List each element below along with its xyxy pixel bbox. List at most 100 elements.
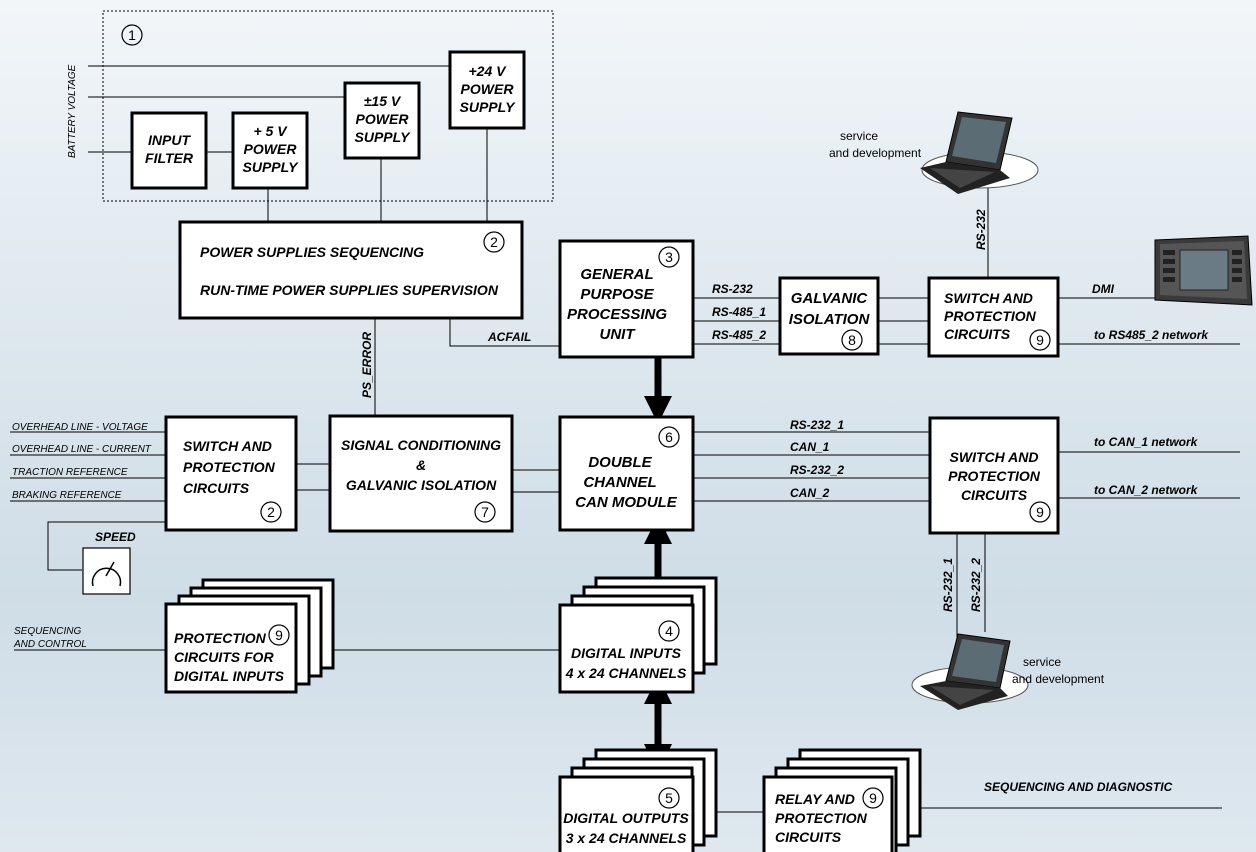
ps5-line2: POWER: [244, 141, 298, 157]
relay-line2: PROTECTION: [775, 810, 868, 826]
ps15-line3: SUPPLY: [355, 129, 412, 145]
prot-digital-line2: CIRCUITS FOR: [174, 649, 274, 665]
digital-outputs-line1: DIGITAL OUTPUTS: [563, 810, 689, 826]
switch-right-number: 9: [1036, 504, 1044, 520]
overhead-current-label: OVERHEAD LINE - CURRENT: [12, 444, 152, 455]
connection-lines: [10, 65, 1240, 813]
signal-cond-line2: &: [416, 457, 426, 473]
gppu-block: 3 GENERAL PURPOSE PROCESSING UNIT: [558, 239, 695, 359]
laptop-top-line1: service: [840, 129, 878, 143]
gppu-line2: PURPOSE: [580, 286, 654, 303]
signal-cond-number: 7: [481, 504, 489, 520]
can-module-line2: CHANNEL: [583, 474, 656, 491]
ps24-line1: +24 V: [469, 63, 508, 79]
laptop-icon: [920, 111, 1039, 194]
switch-top-block: SWITCH AND PROTECTION CIRCUITS 9: [927, 276, 1060, 358]
relay-block: RELAY AND PROTECTION CIRCUITS 9: [762, 748, 922, 852]
switch-top-line2: PROTECTION: [944, 308, 1037, 324]
signal-cond-line1: SIGNAL CONDITIONING: [341, 437, 501, 453]
to-can2-label: to CAN_2 network: [1094, 483, 1199, 497]
switch-left-block: SWITCH AND PROTECTION CIRCUITS 2: [164, 415, 298, 532]
digital-inputs-line2: 4 x 24 CHANNELS: [565, 665, 687, 681]
rs232-2-vert-label: RS-232_2: [969, 558, 983, 612]
overhead-voltage-label: OVERHEAD LINE - VOLTAGE: [12, 422, 148, 433]
digital-outputs-block: 5 DIGITAL OUTPUTS 3 x 24 CHANNELS: [558, 748, 718, 852]
ps5-line1: + 5 V: [253, 123, 288, 139]
braking-ref-label: BRAKING REFERENCE: [12, 490, 122, 501]
traction-ref-label: TRACTION REFERENCE: [12, 467, 128, 478]
switch-right-line1: SWITCH AND: [950, 449, 1039, 465]
gppu-line3: PROCESSING: [567, 306, 667, 323]
switch-right-block: SWITCH AND PROTECTION CIRCUITS 9: [928, 416, 1060, 535]
ps5-box: [231, 111, 309, 190]
signal-labels: ACFAIL PS_ERROR RS-232 RS-485_1 RS-485_2…: [12, 209, 1209, 794]
ps24-line2: POWER: [461, 81, 515, 97]
laptop-icon: [911, 633, 1029, 710]
relay-number: 9: [869, 790, 877, 806]
rs232-vert-label: RS-232: [974, 209, 988, 250]
digital-inputs-number: 4: [665, 623, 673, 639]
switch-top-number: 9: [1036, 332, 1044, 348]
rs485-2-label: RS-485_2: [712, 328, 766, 342]
prot-digital-line1: PROTECTION: [174, 630, 267, 646]
power-group-number: 1: [128, 27, 136, 43]
laptop-bottom-line1: service: [1023, 655, 1061, 669]
laptop-bottom-line2: and development: [1012, 672, 1105, 686]
gppu-line1: GENERAL: [580, 266, 653, 283]
acfail-label: ACFAIL: [487, 330, 531, 344]
seq-diag-label: SEQUENCING AND DIAGNOSTIC: [984, 780, 1173, 794]
sequencing-block: 2 POWER SUPPLIES SEQUENCING RUN-TIME POW…: [178, 220, 524, 320]
prot-digital-number: 9: [275, 627, 283, 643]
speed-gauge-icon: [82, 547, 131, 595]
ps24-box: [448, 50, 526, 130]
rs232-1-vert-label: RS-232_1: [941, 558, 955, 612]
ps5-line3: SUPPLY: [243, 159, 300, 175]
relay-line3: CIRCUITS: [775, 829, 842, 845]
rs232-2-label: RS-232_2: [790, 463, 844, 477]
digital-outputs-line2: 3 x 24 CHANNELS: [566, 830, 687, 846]
switch-right-line2: PROTECTION: [948, 468, 1041, 484]
seq-control-line1: SEQUENCING: [14, 626, 81, 637]
rs485-1-label: RS-485_1: [712, 305, 766, 319]
input-filter-line1: INPUT: [148, 132, 191, 148]
switch-right-line3: CIRCUITS: [961, 487, 1028, 503]
relay-line1: RELAY AND: [775, 791, 855, 807]
dmi-display-icon: [1154, 235, 1253, 306]
to-rs485-label: to RS485_2 network: [1094, 328, 1209, 342]
to-can1-label: to CAN_1 network: [1094, 435, 1199, 449]
speed-label: SPEED: [95, 530, 136, 544]
gppu-number: 3: [665, 249, 673, 265]
can-2-label: CAN_2: [790, 486, 830, 500]
can-module-block: 6 DOUBLE CHANNEL CAN MODULE: [558, 415, 695, 532]
ps15-line1: ±15 V: [364, 93, 402, 109]
switch-left-line1: SWITCH AND: [183, 438, 272, 454]
galvanic-block: GALVANIC ISOLATION 8: [778, 276, 880, 356]
input-filter-box: [130, 111, 208, 190]
switch-left-number: 2: [267, 504, 275, 520]
digital-outputs-number: 5: [665, 790, 673, 806]
switch-top-line1: SWITCH AND: [944, 290, 1033, 306]
sequencing-line1: POWER SUPPLIES SEQUENCING: [200, 244, 424, 260]
seq-control-line2: AND CONTROL: [13, 639, 87, 650]
galvanic-line2: ISOLATION: [789, 311, 871, 328]
dmi-label: DMI: [1092, 282, 1115, 296]
switch-left-line2: PROTECTION: [183, 459, 276, 475]
prot-digital-line3: DIGITAL INPUTS: [174, 668, 285, 684]
digital-inputs-line1: DIGITAL INPUTS: [571, 645, 682, 661]
rs232-label: RS-232: [712, 282, 753, 296]
can-1-label: CAN_1: [790, 440, 830, 454]
power-supply-group: 1 BATTERY VOLTAGE INPUT FILTER + 5 V POW…: [67, 10, 554, 202]
galvanic-line1: GALVANIC: [791, 290, 869, 307]
ps-error-label: PS_ERROR: [360, 332, 374, 398]
rs232-1-label: RS-232_1: [790, 418, 844, 432]
can-module-line1: DOUBLE: [588, 454, 652, 471]
signal-cond-line3: GALVANIC ISOLATION: [346, 477, 497, 493]
sequencing-line2: RUN-TIME POWER SUPPLIES SUPERVISION: [200, 282, 499, 298]
switch-top-line3: CIRCUITS: [944, 326, 1011, 342]
can-module-number: 6: [665, 429, 673, 445]
laptop-top-line2: and development: [829, 146, 922, 160]
protection-digital-block: PROTECTION CIRCUITS FOR DIGITAL INPUTS 9: [164, 578, 335, 694]
ps24-line3: SUPPLY: [460, 99, 517, 115]
sequencing-number: 2: [490, 234, 498, 250]
